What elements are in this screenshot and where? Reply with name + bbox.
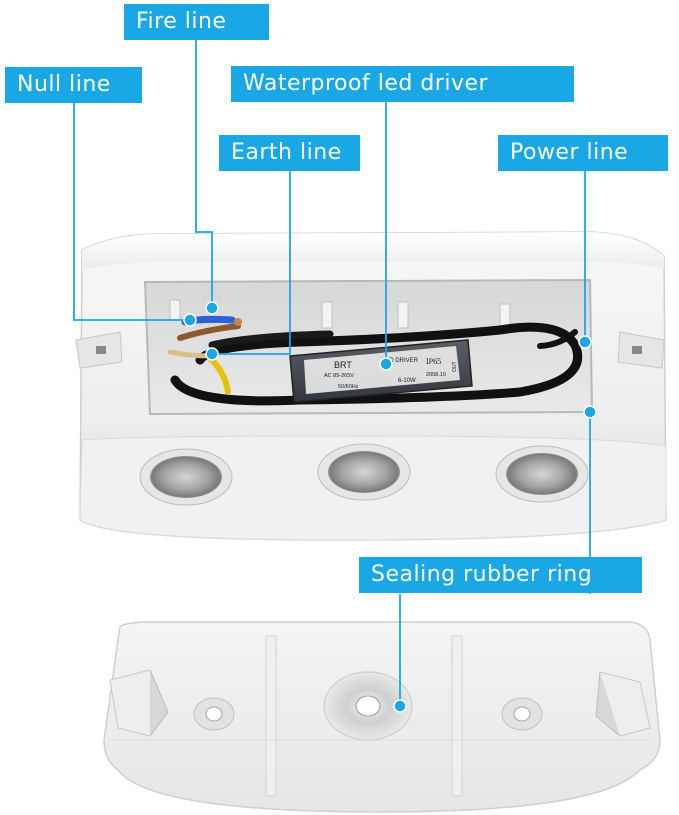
sealing-rubber-ring-label: Sealing rubber ring xyxy=(359,557,642,593)
fire-line-label: Fire line xyxy=(124,4,269,40)
leader-lines xyxy=(73,40,591,706)
driver-date-text: 2058.10 xyxy=(426,372,446,378)
leader-dots xyxy=(183,301,597,713)
waterproof-led-driver-label: Waterproof led driver xyxy=(231,66,574,102)
driver-freq-text: 50/60Hz xyxy=(338,384,359,390)
led-driver: BRT LED DRIVER IP65 AC 85-265V 50/60Hz 6… xyxy=(289,339,473,403)
led-lenses xyxy=(139,443,589,506)
earth-line-label: Earth line xyxy=(219,135,360,171)
driver-out-text: OUT xyxy=(452,361,458,372)
driver-input-text: AC 85-265V xyxy=(324,373,354,379)
power-line-label: Power line xyxy=(498,135,668,171)
driver-title-text: LED DRIVER xyxy=(382,358,419,364)
driver-brand-text: BRT xyxy=(334,360,352,370)
mounting-plate xyxy=(103,621,661,813)
driver-power-text: 6-10W xyxy=(398,378,416,384)
null-line-label: Null line xyxy=(5,67,142,103)
driver-ip-text: IP65 xyxy=(426,357,441,366)
